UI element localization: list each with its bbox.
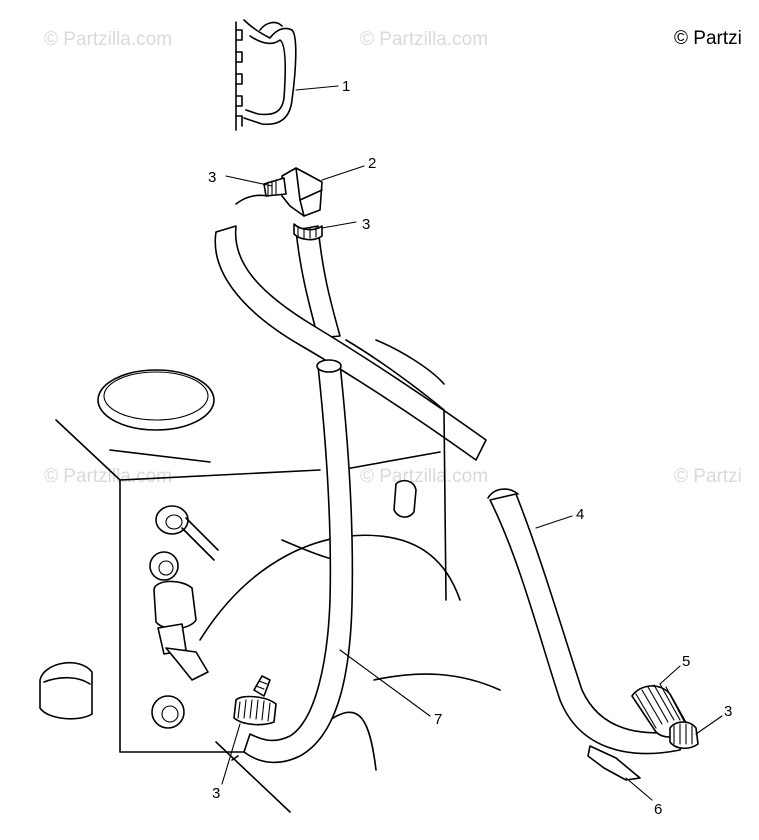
part-1-edge-trim: [235, 19, 297, 131]
part-3-clamp-lower: [233, 675, 277, 726]
hose-upper-vertical: [293, 223, 341, 339]
copyright-corner: © Partzi: [674, 28, 742, 49]
callout-3-top: 3: [208, 169, 216, 186]
watermark-top-left: © Partzilla.com: [44, 29, 172, 50]
callout-7: 7: [434, 711, 442, 728]
callout-3-upper-clamp: 3: [362, 216, 370, 233]
callout-5: 5: [682, 653, 690, 670]
watermark-top-center: © Partzilla.com: [360, 29, 488, 50]
callout-2: 2: [368, 155, 376, 172]
leader-lines: [221, 85, 723, 801]
part-7-oil-hose: [243, 359, 354, 764]
watermark-mid-center: © Partzilla.com: [360, 466, 488, 487]
part-3-clamp-right: [669, 721, 699, 750]
callout-6: 6: [654, 801, 662, 818]
watermark-mid-right: © Partzi: [674, 466, 742, 487]
callout-3-right: 3: [724, 703, 732, 720]
part-2-elbow-fitting: [263, 167, 323, 217]
callout-4: 4: [576, 506, 584, 523]
watermark-mid-left: © Partzilla.com: [44, 466, 172, 487]
hose-vent-crossing: [214, 194, 487, 461]
callout-1: 1: [342, 78, 350, 95]
part-6-strap: [587, 745, 641, 781]
tank-fittings: [39, 479, 417, 729]
callout-3-lower: 3: [212, 785, 220, 802]
